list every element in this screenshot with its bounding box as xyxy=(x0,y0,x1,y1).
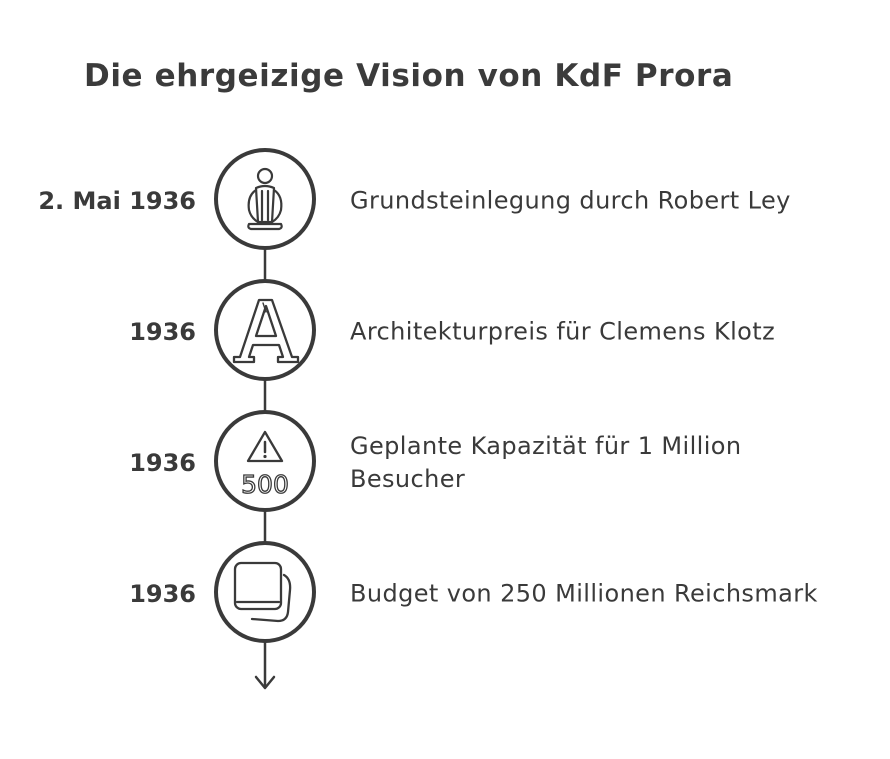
letter-a-icon xyxy=(232,298,300,364)
event-date-2: 1936 xyxy=(129,318,196,346)
event-description-2: Architekturpreis für Clemens Klotz xyxy=(350,317,776,346)
timeline-node-2 xyxy=(214,279,316,381)
monument-icon xyxy=(247,167,283,231)
event-date-3: 1936 xyxy=(129,449,196,477)
event-description-3: Geplante Kapazität für 1 Million Besuche… xyxy=(350,430,742,496)
timeline-node-1 xyxy=(214,148,316,250)
timeline-node-4 xyxy=(214,541,316,643)
event-description-4: Budget von 250 Millionen Reichsmark xyxy=(350,579,818,608)
timeline-node-3: 500 xyxy=(214,410,316,512)
warning-500-icon: 500 xyxy=(240,430,290,500)
event-description-3-line-1: Geplante Kapazität für 1 Million xyxy=(350,432,742,460)
event-date-4: 1936 xyxy=(129,580,196,608)
timeline-arrowhead xyxy=(254,675,276,690)
event-description-1: Grundsteinlegung durch Robert Ley xyxy=(350,186,791,215)
page-title: Die ehrgeizige Vision von KdF Prora xyxy=(84,58,734,94)
event-date-1: 2. Mai 1936 xyxy=(38,187,196,215)
event-description-3-line-2: Besucher xyxy=(350,465,466,493)
warning-500-text: 500 xyxy=(241,470,289,499)
stacked-cards-icon xyxy=(233,561,292,623)
